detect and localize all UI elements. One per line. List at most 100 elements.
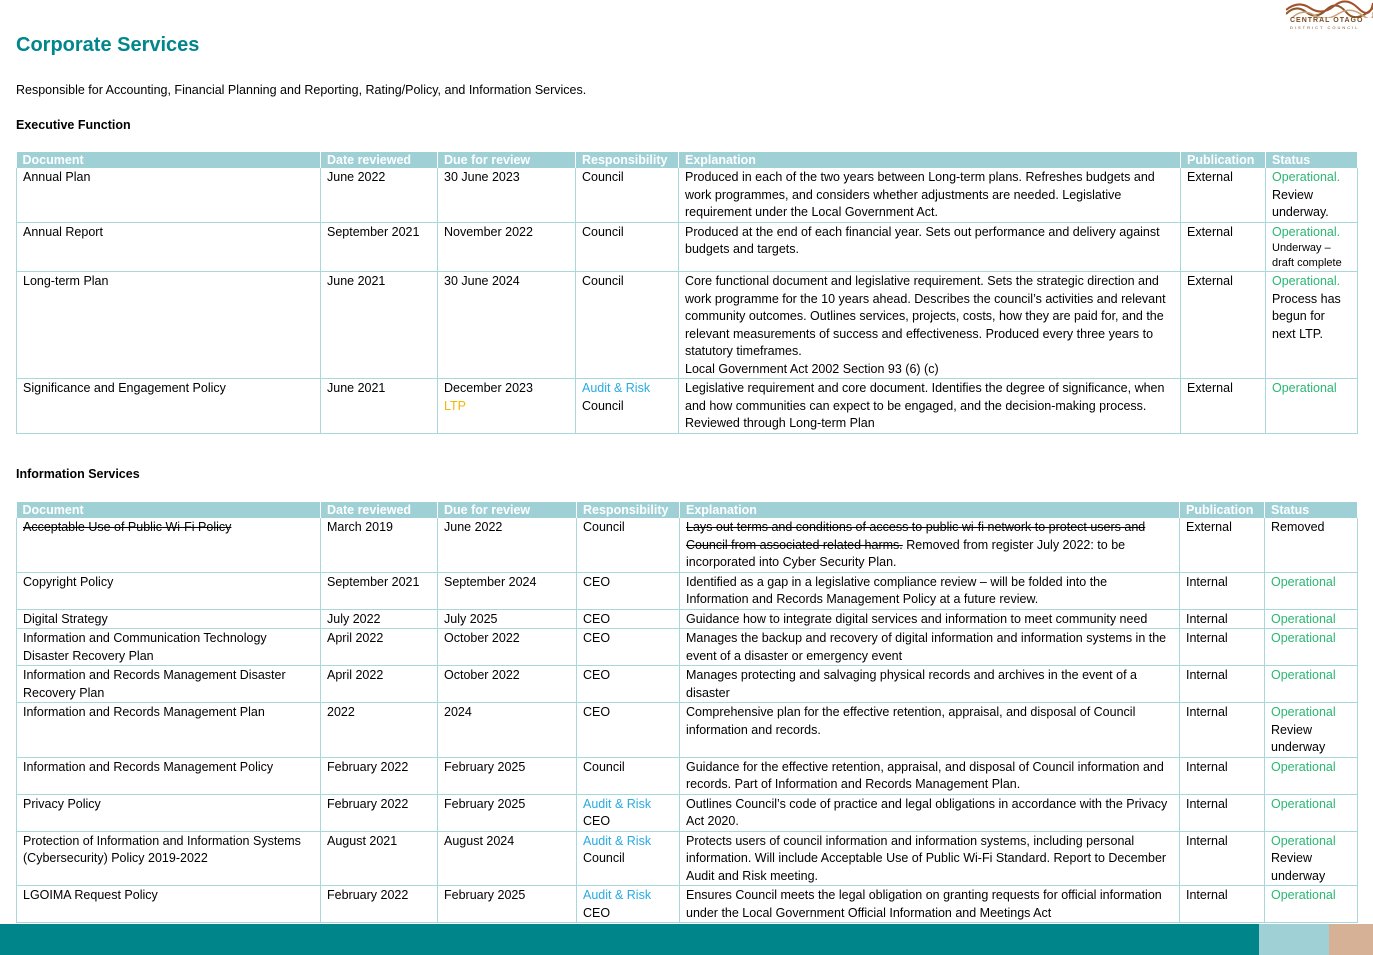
document-cell: Significance and Engagement Policy: [16, 378, 321, 434]
document-cell: Copyright Policy: [16, 571, 321, 610]
column-header: Status: [1265, 152, 1358, 168]
due-for-review-cell: 30 June 2024: [437, 271, 576, 379]
status-cell: Operational: [1264, 885, 1358, 923]
status-badge: Operational.: [1272, 274, 1341, 288]
date-reviewed-cell: August 2021: [320, 830, 438, 886]
column-header: Explanation: [679, 502, 1180, 518]
status-cell: Operational: [1264, 793, 1358, 832]
explanation-text: Identified as a gap in a legislative com…: [686, 574, 1108, 607]
explanation-text: Produced at the end of each financial ye…: [685, 224, 1160, 257]
publication-cell: Internal: [1179, 702, 1265, 758]
due-for-review-cell: September 2024: [437, 571, 577, 610]
document-cell: Annual Report: [16, 221, 321, 272]
due-for-review-cell: February 2025: [437, 793, 577, 832]
due-date: February 2025: [444, 759, 526, 774]
due-date: September 2024: [444, 574, 537, 589]
responsibility-label: CEO: [583, 668, 611, 682]
date-reviewed-cell: June 2021: [320, 378, 438, 434]
responsibility-cell: Council: [576, 756, 680, 795]
logo-landscape-icon: [1286, 0, 1373, 20]
status-cell: Operational: [1264, 571, 1358, 610]
due-for-review-cell: 2024: [437, 702, 577, 758]
responsibility-cell: Council: [575, 168, 679, 223]
publication-cell: Internal: [1179, 793, 1265, 832]
status-note: Review underway.: [1272, 187, 1329, 220]
section-heading-information: Information Services: [16, 467, 140, 481]
date-reviewed-cell: September 2021: [320, 221, 438, 272]
column-header: Document: [16, 152, 321, 168]
publication-cell: Internal: [1179, 628, 1265, 666]
date-reviewed-cell: 2022: [320, 702, 438, 758]
publication-cell: External: [1180, 168, 1266, 223]
publication-cell: Internal: [1179, 830, 1265, 886]
due-date: July 2025: [444, 611, 498, 626]
explanation-cell: Guidance how to integrate digital servic…: [679, 608, 1180, 629]
explanation-text: Ensures Council meets the legal obligati…: [686, 888, 1162, 920]
table-row: Information and Records Management Disas…: [16, 665, 1358, 703]
status-badge: Operational: [1271, 833, 1336, 848]
status-note: Removed: [1271, 520, 1325, 534]
status-badge: Operational: [1271, 796, 1336, 811]
responsibility-label: Council: [583, 520, 625, 534]
explanation-cell: Manages protecting and salvaging physica…: [679, 665, 1180, 703]
footer-accent-tan: [1329, 924, 1373, 955]
footer-accent-teal: [1259, 924, 1329, 955]
explanation-cell: Guidance for the effective retention, ap…: [679, 756, 1180, 795]
explanation-cell: Lays out terms and conditions of access …: [679, 518, 1180, 573]
status-cell: Operational. Process has begun for next L…: [1265, 271, 1358, 379]
status-cell: Operational: [1264, 756, 1358, 795]
due-for-review-cell: July 2025: [437, 608, 577, 629]
due-for-review-cell: June 2022: [437, 518, 577, 573]
responsibility-label: CEO: [583, 814, 611, 828]
column-header: Due for review: [437, 502, 577, 518]
publication-cell: External: [1179, 518, 1265, 573]
explanation-text: Local Government Act 2002 Section 93 (6)…: [685, 361, 939, 376]
date-reviewed-cell: April 2022: [320, 665, 438, 703]
date-reviewed-cell: June 2022: [320, 168, 438, 223]
document-cell: Annual Plan: [16, 168, 321, 223]
explanation-text: Guidance how to integrate digital servic…: [686, 611, 1148, 626]
date-reviewed-cell: September 2021: [320, 571, 438, 610]
responsibility-label: Audit & Risk: [582, 381, 651, 395]
footer-bar: [0, 924, 1259, 955]
explanation-cell: Produced in each of the two years betwee…: [678, 168, 1181, 223]
explanation-text: Reviewed through Long-term Plan: [685, 416, 875, 430]
explanation-cell: Legislative requirement and core documen…: [678, 378, 1181, 434]
responsibility-label: Council: [582, 224, 624, 239]
responsibility-cell: Council: [576, 518, 680, 573]
publication-cell: Internal: [1179, 756, 1265, 795]
status-badge: Operational: [1271, 611, 1336, 626]
status-note: Process has begun for next LTP.: [1272, 291, 1341, 341]
responsibility-label: Council: [582, 170, 624, 184]
status-cell: Operational: [1264, 608, 1358, 629]
due-date: October 2022: [444, 631, 520, 645]
responsibility-label: Audit & Risk: [583, 796, 652, 811]
table-row: Information and Records Management Polic…: [16, 756, 1358, 795]
status-cell: Operational.Underway – draft complete: [1265, 221, 1358, 272]
due-for-review-cell: February 2025: [437, 756, 577, 795]
due-for-review-cell: October 2022: [437, 628, 577, 666]
date-reviewed-cell: February 2022: [320, 885, 438, 923]
page-title: Corporate Services: [16, 34, 200, 56]
explanation-text: Manages the backup and recovery of digit…: [686, 631, 1167, 663]
responsibility-label: Council: [583, 851, 625, 865]
status-badge: Operational.: [1272, 224, 1341, 239]
responsibility-label: CEO: [583, 631, 611, 645]
explanation-text: Removed from register July 2022: to be i…: [686, 537, 1126, 570]
status-badge: Operational: [1271, 759, 1336, 774]
status-cell: Operational.Review underway.: [1265, 168, 1358, 223]
column-header: Responsibility: [576, 502, 680, 518]
explanation-cell: Core functional document and legislative…: [678, 271, 1181, 379]
status-cell: Operational: [1264, 665, 1358, 703]
responsibility-cell: CEO: [576, 628, 680, 666]
